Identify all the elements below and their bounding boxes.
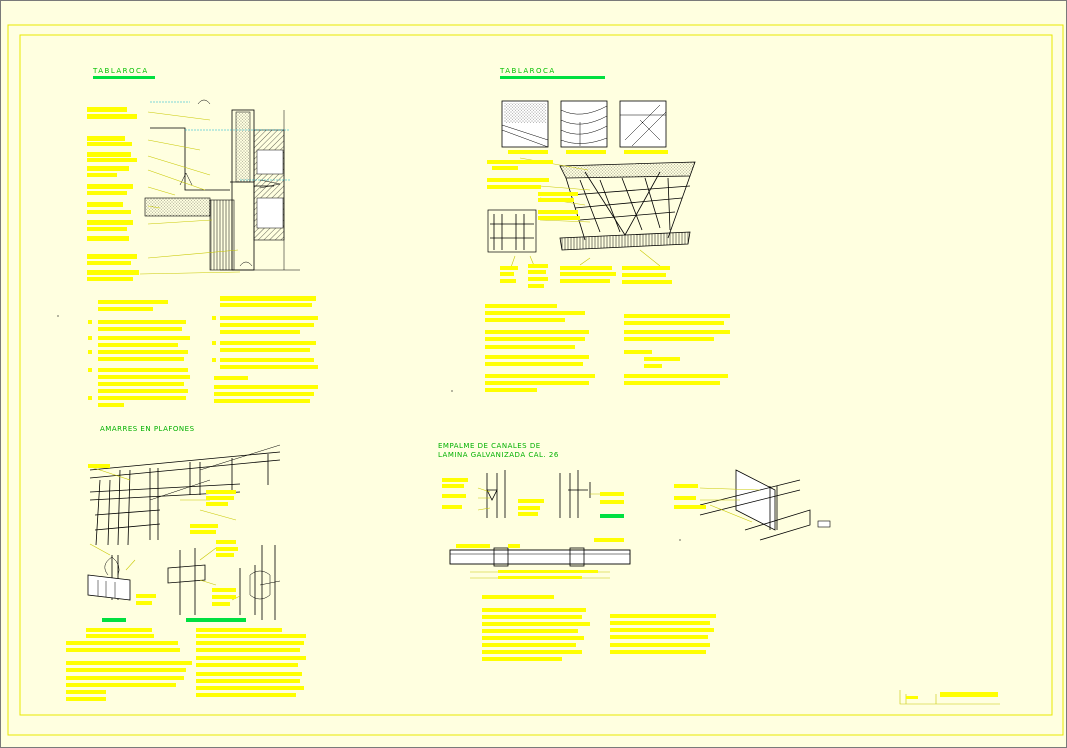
- sheet-outer-border: [7, 24, 1064, 736]
- detail-tablaroca-section: TABLAROCA: [87, 67, 318, 407]
- title-empalme-line2: LAMINA GALVANIZADA CAL. 26: [438, 451, 559, 459]
- title-empalme-line1: EMPALME DE CANALES DE: [438, 442, 541, 450]
- detail-empalme-canales: EMPALME DE CANALES DE LAMINA GALVANIZADA…: [438, 442, 831, 661]
- title-tablaroca-left: TABLAROCA: [92, 67, 149, 75]
- title-block: [899, 690, 1000, 705]
- sheet-inner-border: [19, 34, 1053, 716]
- title-underline: [93, 76, 155, 79]
- title-amarres: AMARRES EN PLAFONES: [100, 425, 195, 433]
- detail-amarres-en-plafones: AMARRES EN PLAFONES: [66, 425, 306, 701]
- detail-tablaroca-isometric: TABLAROCA: [485, 67, 730, 392]
- title-tablaroca-right: TABLAROCA: [499, 67, 556, 75]
- title-underline: [500, 76, 605, 79]
